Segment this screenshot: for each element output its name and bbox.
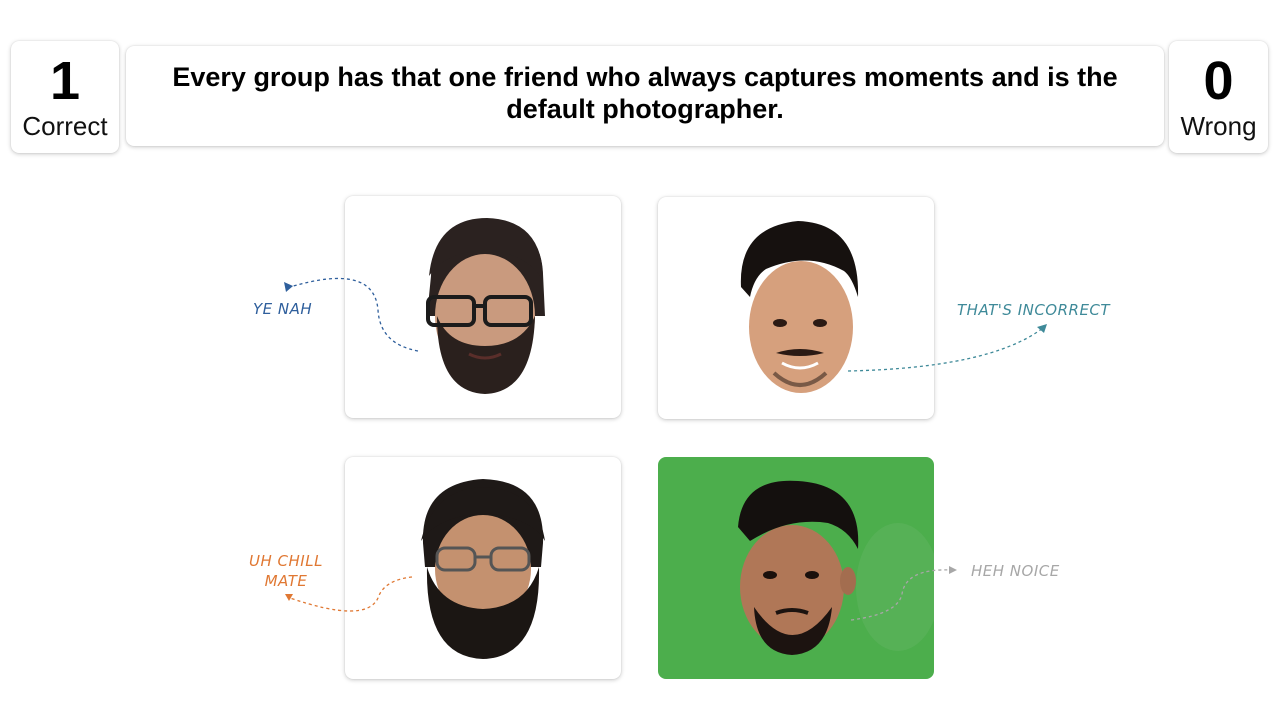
arrow-3-head <box>285 594 293 601</box>
question-text: Every group has that one friend who alwa… <box>172 62 1118 124</box>
person-photo-1 <box>426 218 545 394</box>
correct-score-card: 1 Correct <box>11 41 119 153</box>
answer-option-4[interactable] <box>658 457 934 679</box>
person-photo-4 <box>738 480 934 655</box>
wrong-score-card: 0 Wrong <box>1169 41 1268 153</box>
question-card: Every group has that one friend who alwa… <box>126 46 1164 146</box>
feedback-note-4: HEH NOICE <box>971 562 1060 580</box>
wrong-label: Wrong <box>1180 111 1257 141</box>
feedback-note-2: THAT'S INCORRECT <box>957 301 1111 319</box>
correct-label: Correct <box>22 111 108 141</box>
feedback-note-3: UH CHILL MATE <box>249 552 323 590</box>
feedback-note-1: YE NAH <box>253 300 313 318</box>
answer-option-2[interactable] <box>658 197 934 419</box>
answer-option-1[interactable] <box>345 196 621 418</box>
arrow-2-head <box>1037 324 1047 333</box>
person-photo-2 <box>740 221 859 393</box>
arrow-4-head <box>949 566 957 574</box>
wrong-count: 0 <box>1203 51 1234 111</box>
correct-count: 1 <box>49 51 81 111</box>
person-photo-3 <box>421 479 545 659</box>
answer-option-3[interactable] <box>345 457 621 679</box>
arrow-1-head <box>284 282 293 292</box>
